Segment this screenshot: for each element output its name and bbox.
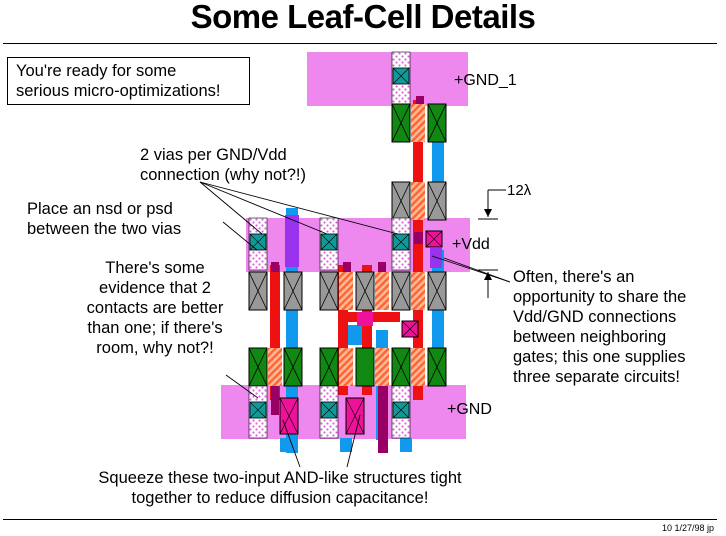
- footer-note: 10 1/27/98 jp: [661, 523, 714, 533]
- note-line: between neighboring: [513, 328, 667, 346]
- poly-line: [270, 265, 280, 400]
- via-stack: [319, 385, 339, 439]
- note-line: evidence that 2: [99, 279, 211, 297]
- ndiff-contact: [391, 103, 411, 143]
- intro-box: You're ready for some serious micro-opti…: [7, 57, 250, 105]
- footer-rule: [3, 519, 717, 520]
- ndiff-contact: [427, 103, 447, 143]
- diffusion-stripe: [411, 348, 425, 386]
- pdiff-contact: [355, 271, 375, 311]
- leader-line: [199, 181, 399, 235]
- ndiff-contact: [248, 347, 268, 387]
- dark-red-tab: [271, 262, 279, 272]
- diffusion-stripe: [375, 348, 389, 386]
- note-line: room, why not?!: [96, 339, 214, 357]
- metal2-line: [286, 208, 298, 453]
- purple-strip: [285, 215, 299, 267]
- dimension-label: 12λ: [507, 182, 532, 199]
- dark-red-line: [271, 385, 279, 415]
- note-line: Often, there's an: [513, 268, 635, 286]
- pdiff-contact: [319, 271, 339, 311]
- pdiff-contact: [427, 181, 447, 221]
- gnd1-label: +GND_1: [454, 72, 517, 89]
- note-line: Squeeze these two-input AND-like structu…: [98, 469, 462, 487]
- pdiff-contact: [283, 271, 303, 311]
- note-line: There's some: [105, 259, 205, 277]
- intro-line: You're ready for some: [16, 62, 177, 80]
- via-stack: [391, 385, 411, 439]
- purple-strip: [430, 248, 442, 268]
- via-stack: [319, 217, 339, 271]
- dark-red-tab: [416, 96, 424, 106]
- note-vias-per-connection: 2 vias per GND/Vdd connection (why not?!…: [140, 145, 306, 185]
- leader-line: [431, 255, 511, 283]
- diffusion-stripe: [339, 272, 353, 310]
- note-line: together to reduce diffusion capacitance…: [131, 489, 429, 507]
- leader-line: [346, 414, 361, 468]
- ndiff-contact: [391, 347, 411, 387]
- note-line: contacts are better: [86, 299, 224, 317]
- intro-line: serious micro-optimizations!: [16, 82, 221, 100]
- note-two-contacts: There's some evidence that 2 contacts ar…: [55, 258, 255, 358]
- dark-red-line: [378, 385, 388, 453]
- note-share-connections: Often, there's an opportunity to share t…: [513, 267, 686, 387]
- title-rule: [3, 43, 717, 44]
- via-stack: [391, 51, 411, 105]
- poly-line: [362, 265, 372, 395]
- poly-line: [413, 100, 423, 400]
- diffusion-stripe: [268, 348, 282, 386]
- metal2-line: [400, 438, 412, 452]
- ndiff-region: [355, 347, 375, 387]
- page-title: Some Leaf-Cell Details: [190, 0, 536, 35]
- diffusion-stripe: [411, 272, 425, 310]
- pselect-contact: [357, 312, 373, 326]
- pdiff-contact: [427, 271, 447, 311]
- diffusion-stripe: [411, 182, 425, 220]
- note-line: Place an nsd or psd: [27, 200, 173, 218]
- dark-red-tab: [343, 262, 351, 272]
- metal2-line: [340, 438, 352, 452]
- metal2-line: [280, 438, 292, 452]
- leader-line: [222, 221, 258, 251]
- note-line: between the two vias: [27, 220, 182, 238]
- pdiff-contact: [391, 181, 411, 221]
- leader-line: [199, 181, 263, 235]
- note-squeeze: Squeeze these two-input AND-like structu…: [70, 468, 490, 508]
- note-line: connection (why not?!): [140, 166, 307, 184]
- gnd1-rail: [307, 52, 468, 106]
- ndiff-contact: [319, 347, 339, 387]
- leader-line: [199, 181, 328, 235]
- diffusion-stripe: [375, 272, 389, 310]
- pdiff-contact: [248, 271, 268, 311]
- diffusion-stripe: [411, 104, 425, 142]
- note-line: three separate circuits!: [513, 368, 680, 386]
- note-line: 2 vias per GND/Vdd: [140, 146, 287, 164]
- leader-line: [225, 374, 259, 399]
- ndiff-contact: [427, 347, 447, 387]
- gnd-label: +GND: [447, 401, 492, 418]
- pdiff-contact: [391, 271, 411, 311]
- note-line: Vdd/GND connections: [513, 308, 677, 326]
- leader-line: [282, 419, 301, 468]
- note-line: than one; if there's: [87, 319, 223, 337]
- via-stack: [391, 217, 411, 271]
- note-line: gates; this one supplies: [513, 348, 686, 366]
- note-nsd-psd: Place an nsd or psd between the two vias: [27, 199, 181, 239]
- dark-red-tab: [378, 262, 386, 272]
- vdd-label: +Vdd: [452, 236, 490, 253]
- diffusion-stripe: [339, 348, 353, 386]
- ndiff-contact: [283, 347, 303, 387]
- poly-line: [338, 265, 348, 395]
- dark-red-tab: [414, 232, 423, 244]
- note-line: opportunity to share the: [513, 288, 687, 306]
